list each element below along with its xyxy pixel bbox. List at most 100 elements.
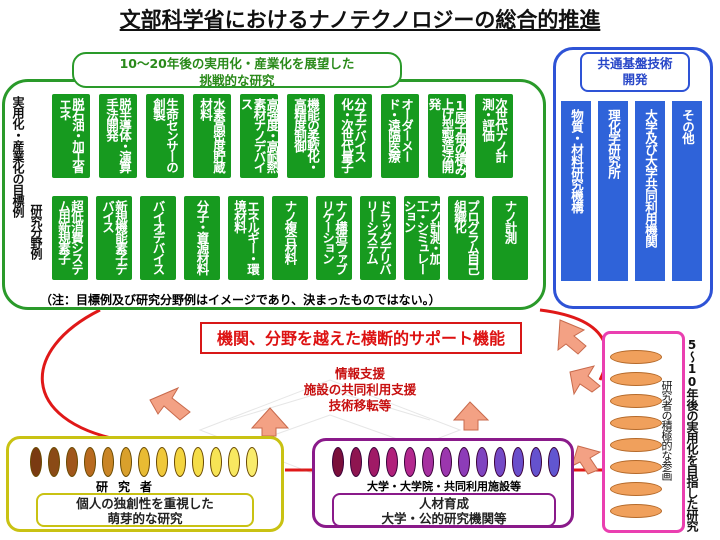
oval-marker <box>30 447 42 477</box>
infra-column: 大学及び大学共同利用機関 <box>635 101 665 281</box>
goal-column: 機能の柔軟化・高精度制御 <box>287 94 325 178</box>
arrow-right-pink <box>569 365 601 396</box>
oval-marker <box>494 447 506 477</box>
mid-panel-box: 人材育成 大学・公的研究機関等 <box>332 493 556 527</box>
goal-column-label: 機能の柔軟化・高精度制御 <box>292 98 320 172</box>
oval-marker <box>440 447 452 477</box>
goal-column: 水素高密度貯蔵材料 <box>193 94 231 178</box>
oval-marker <box>156 447 168 477</box>
goal-column-label: 生命センサーの創製 <box>151 98 179 172</box>
oval-marker <box>610 394 662 408</box>
goal-column-label: 脱半導体・演算手法開発 <box>104 98 132 172</box>
field-column: エネルギー・環境材料 <box>228 196 264 280</box>
infra-title-line2: 開発 <box>622 72 648 87</box>
goal-column: 脱半導体・演算手法開発 <box>99 94 137 178</box>
goal-column: 分子デバイス化・次世代量子 <box>334 94 372 178</box>
pink-panel-label: 5～10年後の実用化を目指した研究 <box>685 338 699 531</box>
infra-title: 共通基盤技術 開発 <box>580 52 690 92</box>
top-banner: 10～20年後の実用化・産業化を展望した 挑戦的な研究 <box>72 52 402 88</box>
goal-column: 1原子毎の積み上げ型製造法開発 <box>426 94 468 178</box>
field-column: ナノ複合材料 <box>272 196 308 280</box>
goal-column: オーダーメード・遠隔医療 <box>381 94 419 178</box>
oval-marker <box>610 438 662 452</box>
infra-column: 物質・材料研究機構 <box>561 101 591 281</box>
goal-column-label: 高強度・高耐熱素材ナノデバイス <box>238 98 280 172</box>
oval-marker <box>422 447 434 477</box>
oval-marker <box>610 482 662 496</box>
oval-marker <box>84 447 96 477</box>
field-column-label: バイオデバイス <box>150 200 166 274</box>
oval-marker <box>404 447 416 477</box>
goal-column-label: 分子デバイス化・次世代量子 <box>339 98 367 172</box>
field-row-label: 研究分野例 <box>29 204 43 259</box>
oval-marker <box>120 447 132 477</box>
infra-column: その他 <box>672 101 702 281</box>
infra-column-label: 理化学研究所 <box>606 109 621 178</box>
page-title: 文部科学省におけるナノテクノロジーの総合的推進 <box>119 8 601 32</box>
field-column-label: エネルギー・環境材料 <box>232 200 260 274</box>
infra-title-line1: 共通基盤技術 <box>597 56 673 71</box>
goal-column: 高強度・高耐熱素材ナノデバイス <box>238 94 280 178</box>
field-column-label: 超低消費システム用新規素子 <box>56 200 84 274</box>
field-column-label: 分子・資源材料 <box>194 200 210 274</box>
oval-marker <box>174 447 186 477</box>
infra-column-label: 大学及び大学共同利用機関 <box>643 109 658 247</box>
left-panel-box: 個人の独創性を重視した 萌芽的な研究 <box>36 493 254 527</box>
field-column-label: ナノ計測・加工・シミュレーション <box>401 200 443 274</box>
oval-marker <box>350 447 362 477</box>
goal-column: 生命センサーの創製 <box>146 94 184 178</box>
field-column-label: ナノ計測 <box>502 200 518 242</box>
field-column: ナノ計測・加工・シミュレーション <box>401 196 443 280</box>
oval-marker <box>610 504 662 518</box>
field-column: 新規機能素子デバイス <box>96 196 132 280</box>
support-items: 情報支援 施設の共同利用支援 技術移転等 <box>280 366 440 414</box>
pink-panel <box>602 331 685 533</box>
arrow-right-infra <box>557 319 587 355</box>
mid-box-line2: 大学・公的研究機関等 <box>381 511 507 526</box>
field-column-label: 新規機能素子デバイス <box>100 200 128 274</box>
top-banner-line1: 10～20年後の実用化・産業化を展望した <box>119 56 355 71</box>
oval-marker <box>610 460 662 474</box>
goal-column-label: オーダーメード・遠隔医療 <box>386 98 414 161</box>
top-banner-line2: 挑戦的な研究 <box>199 73 275 88</box>
goal-column: 次世代ナノ計測・評価 <box>475 94 513 178</box>
oval-marker <box>610 350 662 364</box>
oval-marker <box>102 447 114 477</box>
field-column: ナノ構造ファブリケーション <box>316 196 352 280</box>
oval-marker <box>246 447 258 477</box>
oval-marker <box>548 447 560 477</box>
disclaimer-note: （注：目標例及び研究分野例はイメージであり、決まったものではない。） <box>40 293 441 307</box>
oval-marker <box>458 447 470 477</box>
field-column-label: プログラム自己組織化 <box>452 200 480 274</box>
goal-column-label: 次世代ナノ計測・評価 <box>480 98 508 161</box>
oval-marker <box>66 447 78 477</box>
field-column-label: ナノ構造ファブリケーション <box>320 200 348 274</box>
field-column: バイオデバイス <box>140 196 176 280</box>
oval-marker <box>138 447 150 477</box>
oval-marker <box>610 372 662 386</box>
infra-column-label: その他 <box>680 109 695 144</box>
goal-column-label: 脱石油・加工省エネ <box>57 98 85 172</box>
support-item: 施設の共同利用支援 <box>303 382 417 397</box>
field-column-label: ナノ複合材料 <box>282 200 298 263</box>
field-column: プログラム自己組織化 <box>448 196 484 280</box>
oval-marker <box>210 447 222 477</box>
oval-marker <box>48 447 60 477</box>
goal-column: 脱石油・加工省エネ <box>52 94 90 178</box>
arrow-left-up <box>149 386 191 421</box>
support-item: 情報支援 <box>334 366 385 381</box>
oval-marker <box>368 447 380 477</box>
goal-column-label: 1原子毎の積み上げ型製造法開発 <box>426 98 468 174</box>
left-box-line2: 萌芽的な研究 <box>107 511 183 526</box>
oval-marker <box>530 447 542 477</box>
support-headline: 機関、分野を越えた横断的サポート機能 <box>200 322 522 354</box>
support-item: 技術移転等 <box>328 398 392 413</box>
field-column: 分子・資源材料 <box>184 196 220 280</box>
pink-panel-sublabel: 研究者の積極的な参画 <box>660 380 673 480</box>
oval-marker <box>386 447 398 477</box>
left-panel-caption: 研究者 <box>96 480 163 494</box>
mid-box-line1: 人材育成 <box>418 496 469 511</box>
mid-panel-caption: 大学・大学院・共同利用施設等 <box>367 480 521 493</box>
infra-column-label: 物質・材料研究機構 <box>569 109 584 213</box>
field-column: ドラッグデリバリーシステム <box>360 196 396 280</box>
